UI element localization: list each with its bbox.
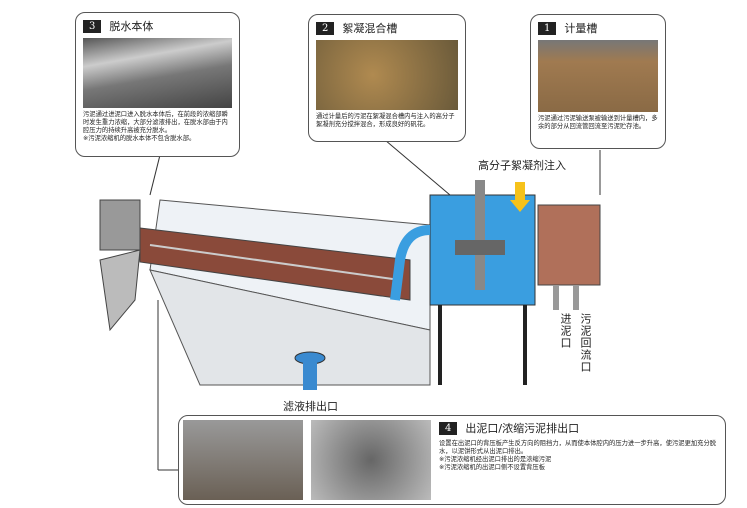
label-flocculant-injection: 高分子絮凝剂注入 — [478, 159, 566, 172]
box-title: 计量槽 — [564, 22, 598, 35]
photo-metering-tank — [538, 40, 658, 112]
label-sludge-return: 污泥回流口 — [579, 313, 592, 373]
step-number: 4 — [439, 421, 458, 435]
label-filtrate-outlet: 滤液排出口 — [283, 400, 338, 413]
photo-dewatering-body — [83, 38, 232, 108]
box-note-1: ※污泥浓缩机经出泥口排出的是浓缩污泥 — [439, 456, 552, 463]
label-sludge-inlet: 进泥口 — [559, 313, 572, 349]
step-number: 2 — [316, 21, 335, 35]
filtrate-tank — [149, 269, 431, 386]
flocculant-arrow — [510, 182, 530, 212]
photo-outlet-2 — [311, 420, 431, 500]
info-box-metering-tank: 1 计量槽 污泥通过污泥输送泵被输送到计量槽内，多余的部分从回流管回流至污泥贮存池… — [530, 14, 666, 149]
metering-tank — [537, 204, 601, 286]
agitator — [475, 180, 485, 290]
box-desc: 污泥通过进泥口进入脱水本体后，在前段的浓缩部瞬时发生重力浓缩，大部分滤液排出，在… — [83, 111, 228, 134]
sludge-outlet — [99, 249, 141, 332]
info-box-mixing-tank: 2 絮凝混合槽 通过计量后的污泥在絮凝混合槽内与注入的高分子絮凝剂充分搅拌混合，形… — [308, 14, 466, 142]
info-box-dewatering-body: 3 脱水本体 污泥通过进泥口进入脱水本体后，在前段的浓缩部瞬时发生重力浓缩，大部分… — [75, 12, 240, 157]
motor — [99, 199, 141, 251]
box-note-2: ※污泥浓缩机的出泥口侧不设置背压板 — [439, 464, 546, 471]
photo-outlet-1 — [183, 420, 303, 500]
box-title: 脱水本体 — [109, 20, 154, 33]
box-title: 絮凝混合槽 — [342, 22, 398, 35]
box-desc: 通过计量后的污泥在絮凝混合槽内与注入的高分子絮凝剂充分搅拌混合，形成良好的矾花。 — [316, 113, 455, 128]
feed-pipe — [390, 225, 431, 301]
step-number: 1 — [538, 21, 557, 35]
photo-flocs — [316, 40, 458, 110]
box-title: 出泥口/浓缩污泥排出口 — [465, 422, 580, 435]
info-box-sludge-outlet: 4 出泥口/浓缩污泥排出口 设置在出泥口的背压板产生反方向的阻挡力，从而使本体腔内… — [178, 415, 726, 505]
box-desc: 污泥通过污泥输送泵被输送到计量槽内，多余的部分从回流管回流至污泥贮存池。 — [538, 115, 658, 130]
box-desc: 设置在出泥口的背压板产生反方向的阻挡力，从而使本体腔内的压力进一步升高，使污泥更… — [439, 440, 717, 455]
step-number: 3 — [83, 19, 102, 33]
box-note: ※污泥浓缩机的脱水本体不包含脱水部。 — [83, 135, 196, 142]
